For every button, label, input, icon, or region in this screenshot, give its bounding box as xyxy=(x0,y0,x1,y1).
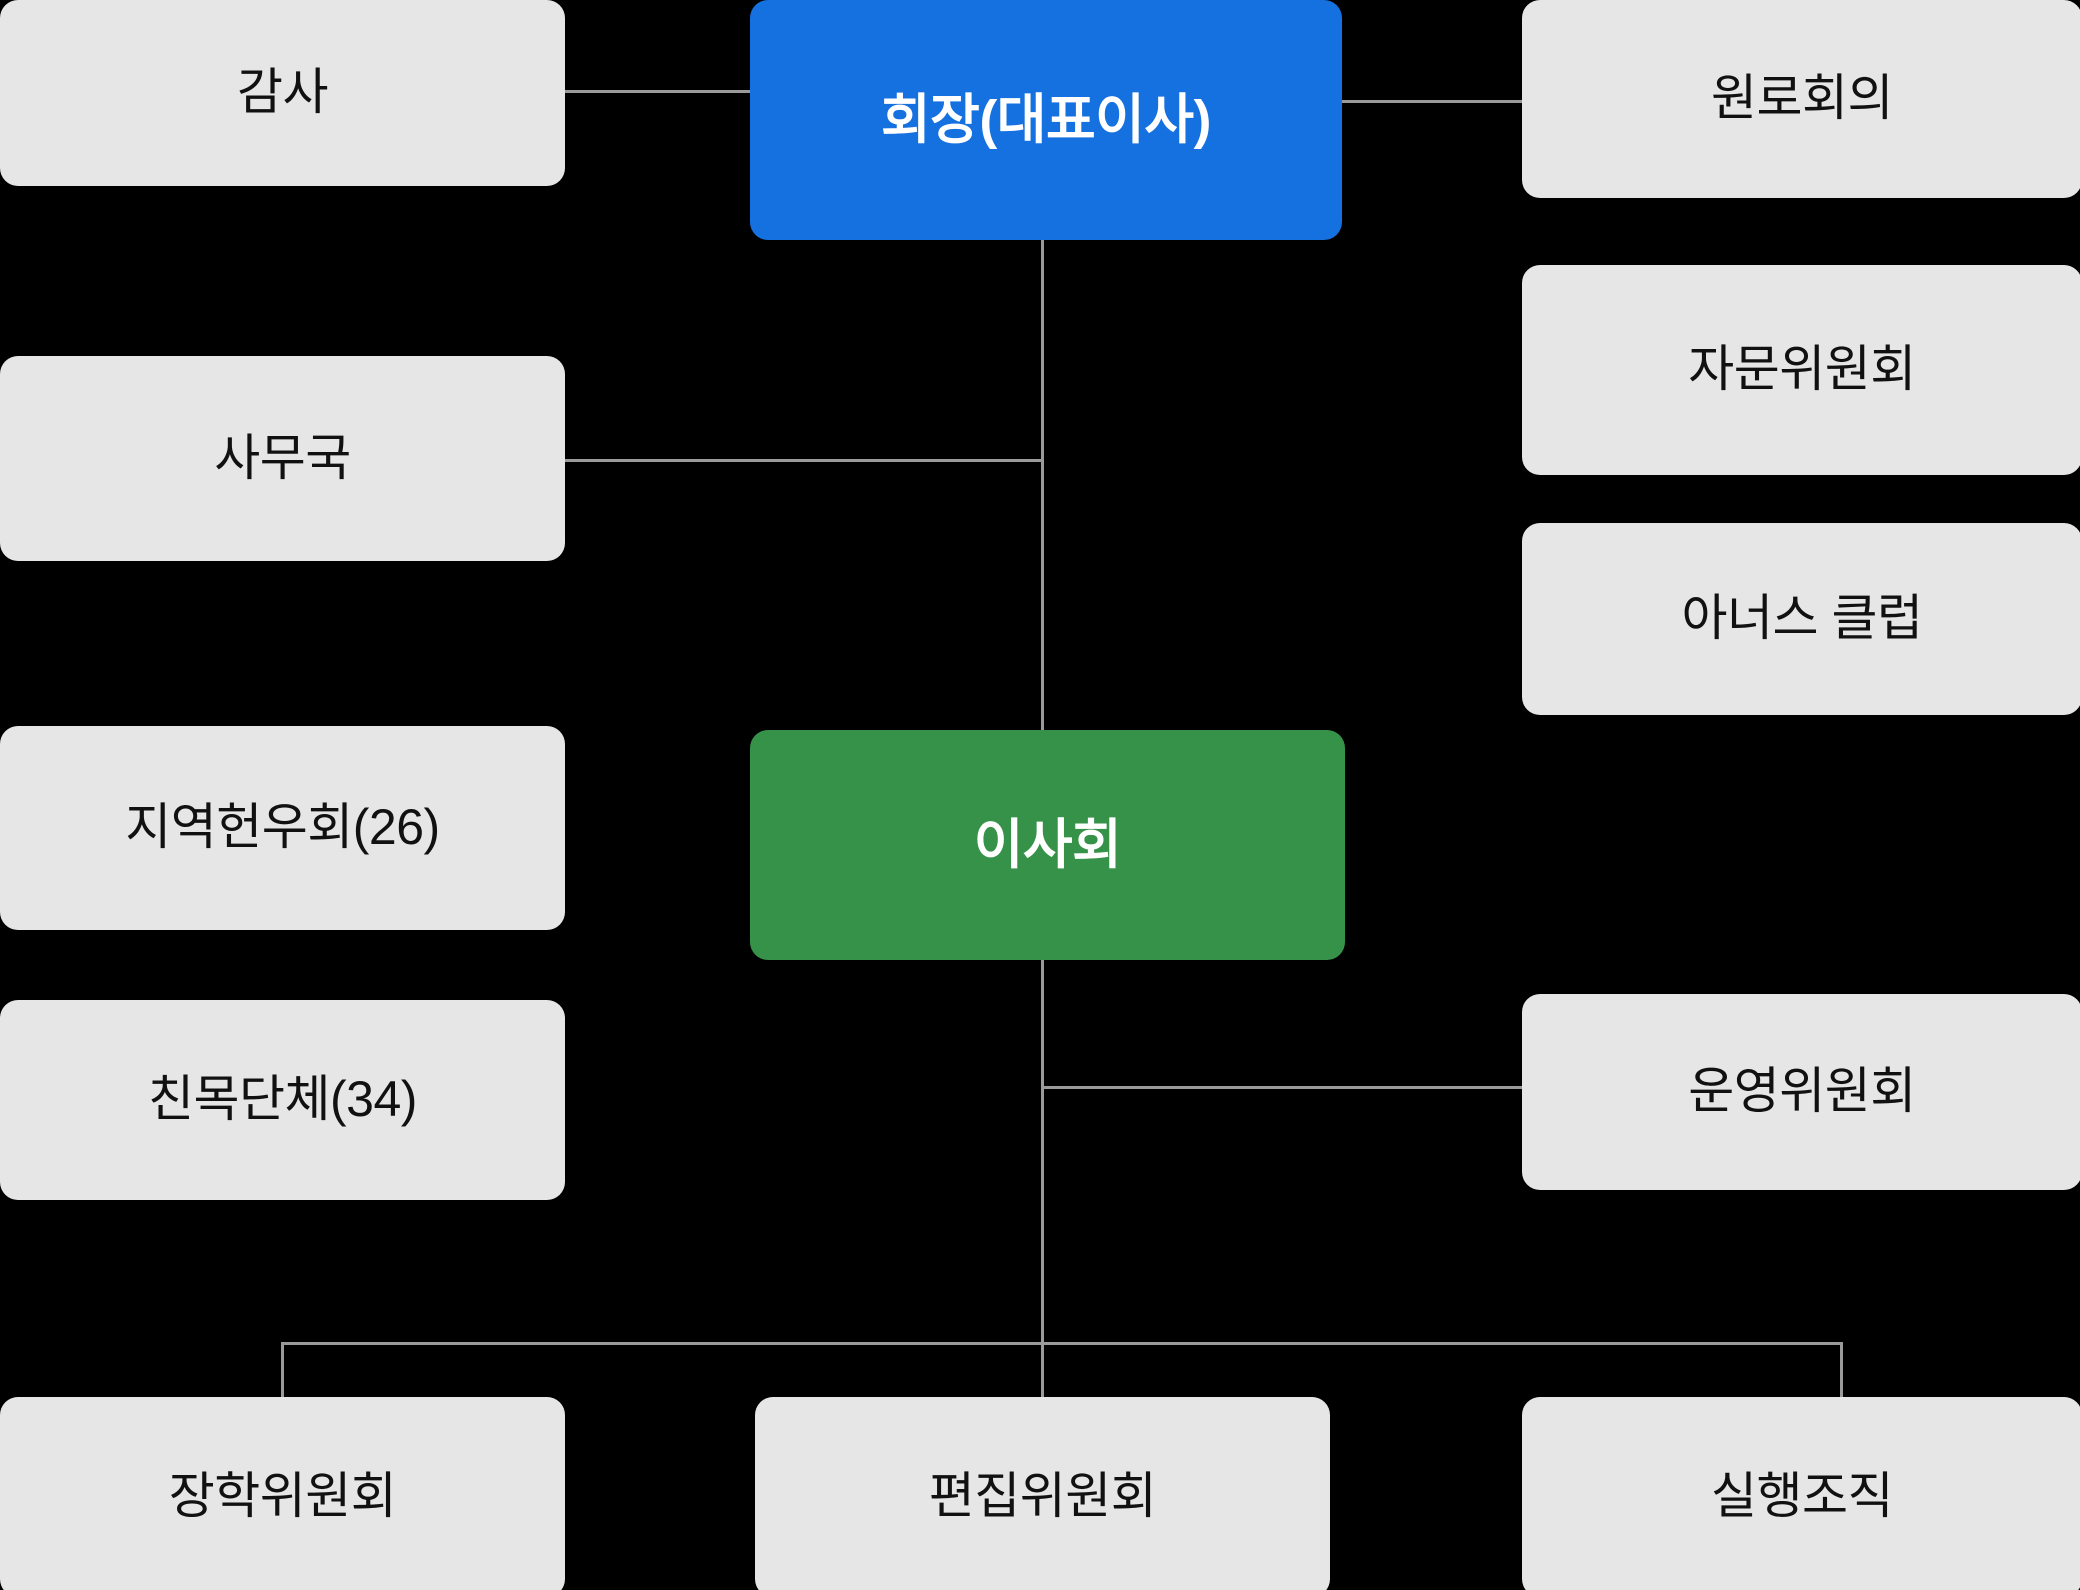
node-editorial[interactable]: 편집위원회 xyxy=(755,1397,1330,1590)
connector-chairman-to-board xyxy=(1041,238,1044,733)
node-scholarship[interactable]: 장학위원회 xyxy=(0,1397,565,1590)
node-board[interactable]: 이사회 xyxy=(750,730,1345,960)
connector-trunk-to-secretariat xyxy=(562,459,1044,462)
node-editorial-label: 편집위원회 xyxy=(928,1468,1157,1525)
node-execution-label: 실행조직 xyxy=(1711,1468,1894,1525)
node-honors-club[interactable]: 아너스 클럽 xyxy=(1522,523,2080,715)
node-gamsa-label: 감사 xyxy=(237,64,329,121)
node-chairman[interactable]: 회장(대표이사) xyxy=(750,0,1342,240)
node-secretariat-label: 사무국 xyxy=(214,429,351,486)
node-steering-label: 운영위원회 xyxy=(1688,1063,1916,1120)
node-advisory-label: 자문위원회 xyxy=(1688,341,1916,398)
connector-bar-to-scholarship xyxy=(281,1342,284,1400)
node-steering[interactable]: 운영위원회 xyxy=(1522,994,2080,1190)
node-fellowship-label: 친목단체(34) xyxy=(148,1071,417,1128)
node-execution[interactable]: 실행조직 xyxy=(1522,1397,2080,1590)
node-chairman-label: 회장(대표이사) xyxy=(880,89,1212,150)
node-regional-label: 지역헌우회(26) xyxy=(125,799,440,856)
node-elders[interactable]: 원로회의 xyxy=(1522,0,2080,198)
connector-bar-to-execution xyxy=(1840,1342,1843,1400)
node-elders-label: 원로회의 xyxy=(1711,70,1894,127)
node-gamsa[interactable]: 감사 xyxy=(0,0,565,186)
node-fellowship[interactable]: 친목단체(34) xyxy=(0,1000,565,1200)
connector-board-downward-trunk xyxy=(1041,958,1044,1398)
node-honors-club-label: 아너스 클럽 xyxy=(1681,590,1923,647)
node-secretariat[interactable]: 사무국 xyxy=(0,356,565,561)
node-regional[interactable]: 지역헌우회(26) xyxy=(0,726,565,930)
node-board-label: 이사회 xyxy=(973,814,1122,875)
connector-bottom-distribution-bar xyxy=(281,1342,1843,1345)
connector-chairman-to-elders xyxy=(1340,100,1522,103)
connector-trunk-to-steering xyxy=(1041,1086,1522,1089)
node-scholarship-label: 장학위원회 xyxy=(168,1468,397,1525)
node-advisory[interactable]: 자문위원회 xyxy=(1522,265,2080,475)
connector-chairman-to-gamsa xyxy=(562,90,754,93)
